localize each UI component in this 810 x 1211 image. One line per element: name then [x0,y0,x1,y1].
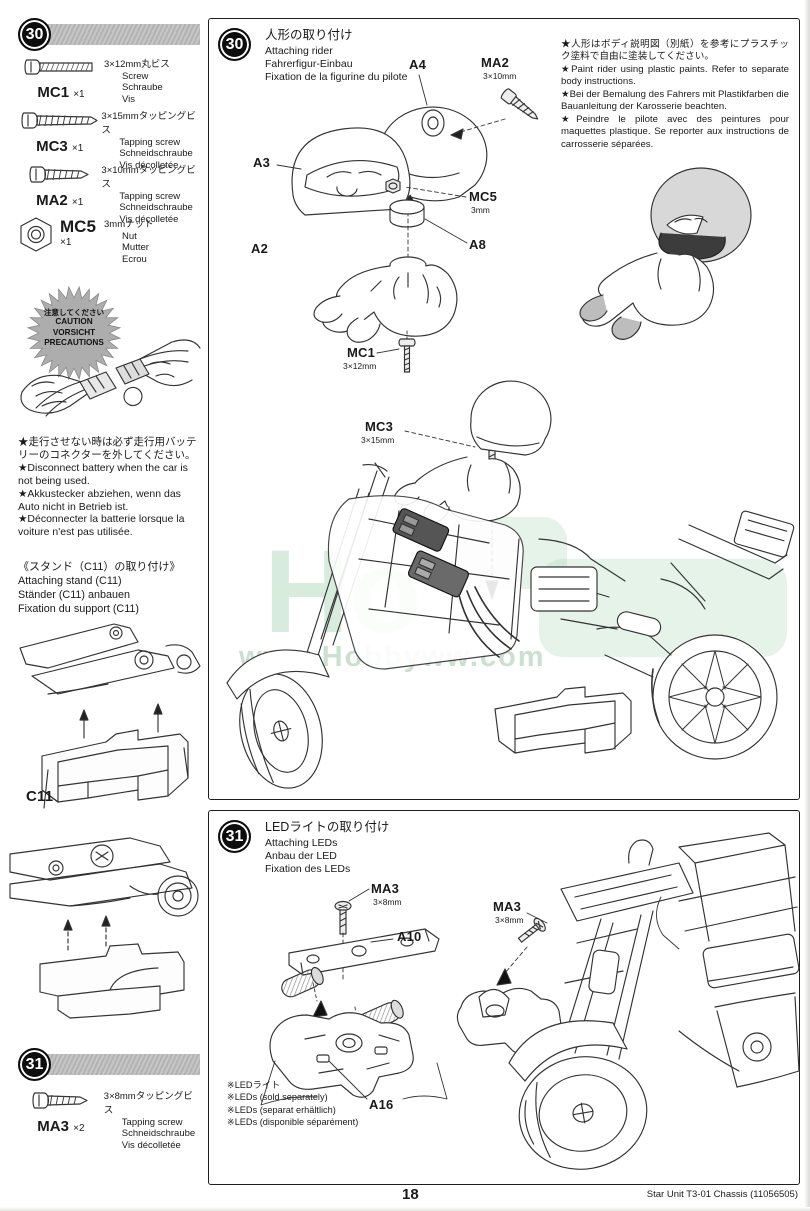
nut-icon [20,217,52,252]
battery-disconnect-illustration [20,339,201,417]
step30-panel: 30 人形の取り付け Attaching rider Fahrerfigur-E… [208,18,800,800]
tapping-screw-icon [21,112,98,129]
label-ma3-right-size: 3×8mm [495,915,524,925]
step30-badge-number: 30 [25,25,44,43]
footer-product-id: Star Unit T3-01 Chassis (11056505) [646,1189,798,1200]
part-desc: 3×10mmタッピングビス Tapping screw Schneidschra… [101,165,196,225]
label-a8: A8 [469,237,487,252]
stand-attach-illustration-1 [19,623,201,809]
label-mc1: MC1 [347,345,376,360]
step31-panel-badge: 31 [218,820,251,853]
label-ma3-left: MA3 [371,881,400,896]
label-ma3-left-size: 3×8mm [373,897,402,907]
led-notes: ※LEDライト ※LEDs (sold separately) ※LEDs (s… [227,1080,359,1128]
tapping-screw-icon [29,166,89,183]
step31-badge-number: 31 [25,1055,44,1073]
label-ma3-right: MA3 [493,899,522,914]
step31-panel-number: 31 [225,827,244,845]
caution-starburst [26,285,122,381]
label-a2: A2 [251,241,269,256]
part-code: MC1 ×1 [37,84,85,101]
part-row-ma3: MA3 ×2 3×8mmタッピングビス Tapping screw Schnei… [18,1088,202,1151]
step31-parts-bar [32,1054,200,1075]
label-ma2: MA2 [481,55,510,70]
part-row-mc3: MC3 ×1 3×15mmタッピングビス Tapping screw Schne… [18,108,202,171]
part-row-ma2: MA2 ×1 3×10mmタッピングビス Tapping screw Schne… [18,162,202,225]
step30-parts-bar [32,24,200,45]
label-mc3: MC3 [365,419,394,434]
part-desc: 3×8mmタッピングビス Tapping screw Schneidschrau… [103,1091,196,1151]
step30-panel-number: 30 [225,35,244,53]
caution-text: ★走行させない時は必ず走行用バッテリーのコネクターを外してください。 ★Disc… [18,436,197,539]
tapping-screw-icon [32,1092,88,1109]
part-desc: 3×15mmタッピングビス Tapping screw Schneidschra… [101,111,196,171]
label-ma2-size: 3×10mm [483,71,517,81]
label-mc5-size: 3mm [471,205,490,215]
step31-illustration [260,832,800,1170]
stand-part-label: C11 [26,788,54,805]
label-a10: A10 [397,929,422,944]
step30-panel-badge: 30 [218,28,251,61]
part-row-mc5: MC5 ×1 3mmナット Nut Mutter Ecrou [18,216,202,265]
stand-attach-illustration-2 [9,837,199,1019]
page-number: 18 [402,1186,419,1203]
scan-edge-bottom [0,1207,810,1211]
part-code: MA3 ×2 [37,1118,85,1135]
part-code: MC3 ×1 [36,138,84,155]
step30-title: 人形の取り付け Attaching rider Fahrerfigur-Einb… [265,28,408,83]
part-code: MC5 [60,217,96,236]
part-desc: 3mmナット Nut Mutter Ecrou [104,219,154,265]
step31-panel: 31 LEDライトの取り付け Attaching LEDs Anbau der … [208,810,800,1185]
part-desc: 3×12mm丸ビス Screw Schraube Vis [104,59,170,105]
step30-illustration [226,74,795,789]
paint-note: ★人形はボディ説明図（別紙）を参考にプラスチック塗料で自由に塗装してください。 … [561,39,789,150]
label-a16: A16 [369,1097,394,1112]
step30-parts-badge: 30 [18,18,51,51]
label-mc5: MC5 [469,189,498,204]
part-row-mc1: MC1 ×1 3×12mm丸ビス Screw Schraube Vis [18,56,202,105]
caution-starburst-text: 注意してください CAUTION VORSICHT PRECAUTIONS [43,308,105,347]
machine-screw-icon [24,59,93,75]
scan-edge [804,0,810,1211]
stand-section-title: 《スタンド（C11）の取り付け》 Attaching stand (C11) S… [18,561,181,616]
step31-title: LEDライトの取り付け Attaching LEDs Anbau der LED… [265,820,390,875]
label-mc3-size: 3×15mm [361,435,395,445]
part-code: MA2 ×1 [36,192,84,209]
step31-parts-badge: 31 [18,1048,51,1081]
label-mc1-size: 3×12mm [343,361,377,371]
label-a4: A4 [409,57,427,72]
label-a3: A3 [253,155,271,170]
